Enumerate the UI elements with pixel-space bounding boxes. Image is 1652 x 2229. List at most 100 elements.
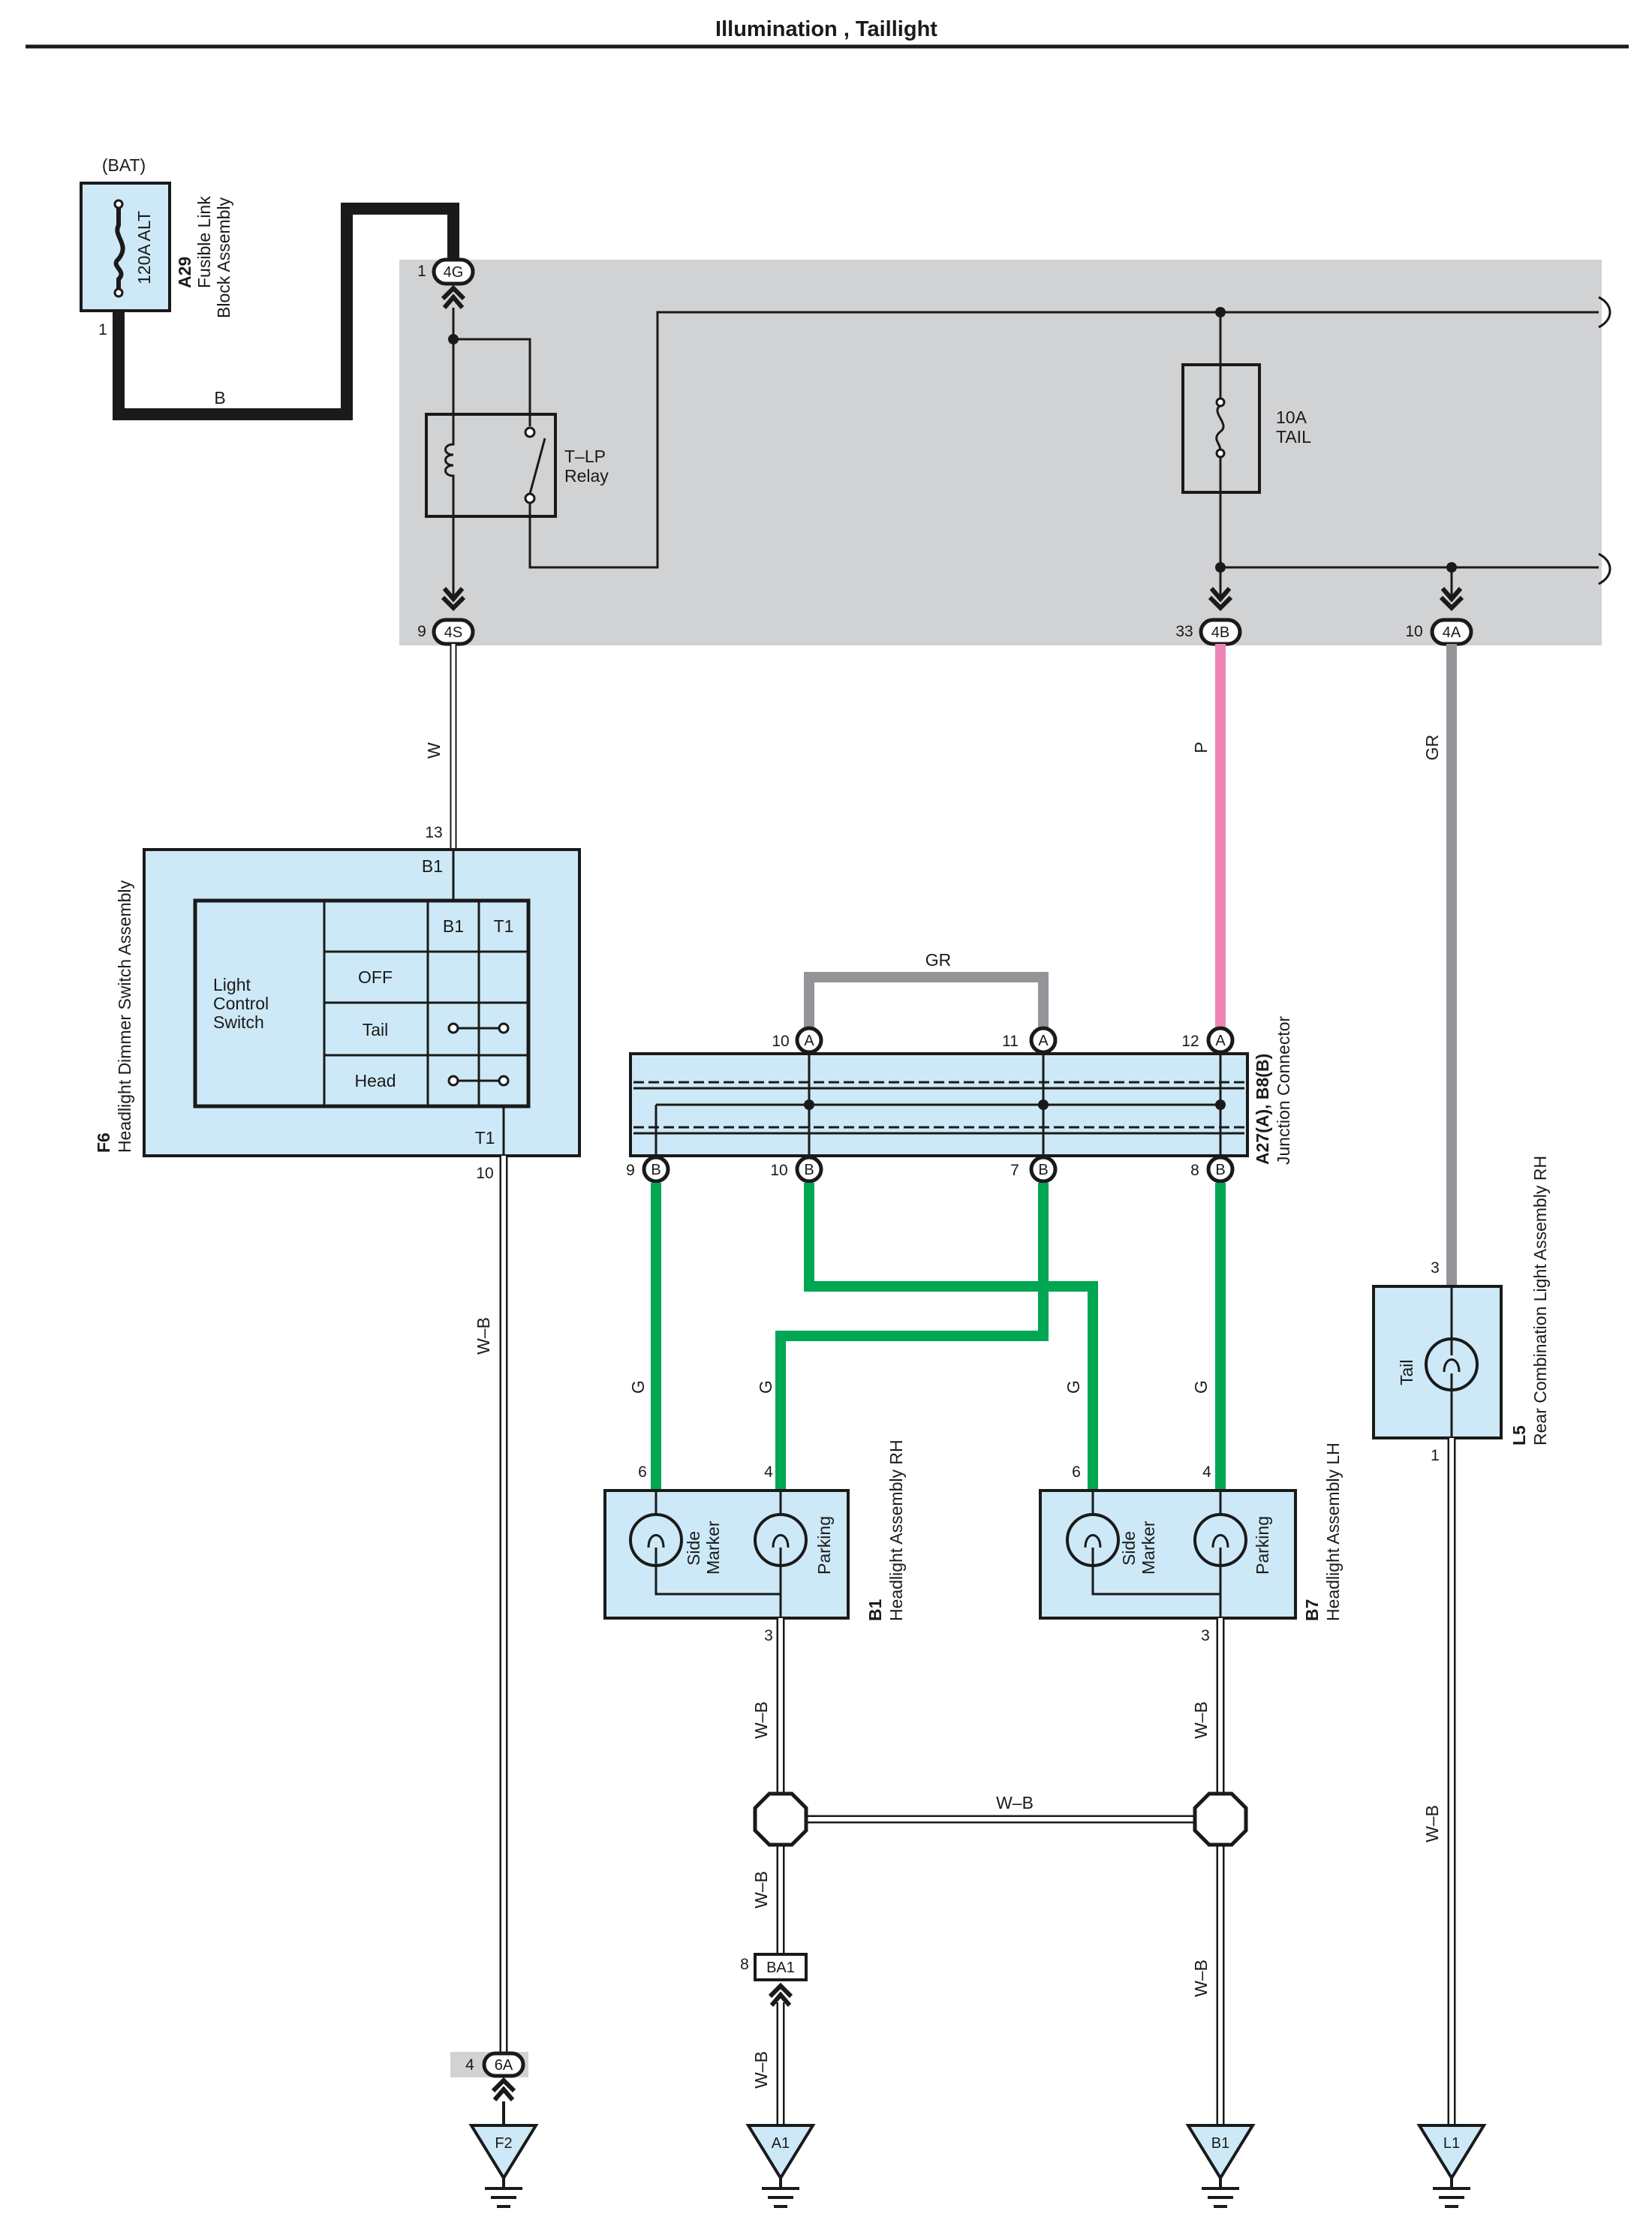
wire-w-label: W — [424, 742, 444, 759]
wire-gr-label: GR — [1422, 735, 1442, 761]
ground-l1: L1 — [1416, 2124, 1487, 2208]
connector-arrow — [768, 1982, 793, 2007]
rh-side-1: Side — [684, 1531, 703, 1566]
switch-contact — [447, 1022, 459, 1034]
headlight-assembly-rh: 6 4 Side Marker Parking B1 Headlight Ass… — [603, 1439, 906, 1644]
l5-bulb: Tail — [1397, 1359, 1416, 1385]
splice-point — [1193, 1791, 1248, 1847]
table-row-tail: Tail — [363, 1020, 389, 1039]
fusible-link-icon — [113, 204, 125, 293]
jc-bottom-pin-1: 9 — [626, 1162, 635, 1179]
bulb-filament — [1211, 1534, 1229, 1566]
junction-dot — [1215, 1099, 1226, 1110]
relay-switch-feed — [453, 338, 531, 426]
jc-terminal-b-letter: B — [1215, 1162, 1225, 1178]
fuse-name: TAIL — [1276, 427, 1311, 447]
dimmer-pin-top: 13 — [425, 824, 442, 841]
connector-4a: 10 4A — [1405, 587, 1473, 646]
switch-label-2: Control — [213, 994, 269, 1013]
rh-side-2: Marker — [703, 1521, 723, 1575]
6a-oval — [482, 2051, 525, 2078]
l5-code: L5 — [1509, 1425, 1529, 1445]
lh-name: Headlight Assembly LH — [1323, 1442, 1343, 1621]
switch-contact — [498, 1075, 510, 1087]
ground-b1: B1 — [1185, 2124, 1256, 2208]
wire-g-2 — [804, 1183, 1098, 1491]
ground-symbol — [745, 2124, 816, 2181]
jc-terminal-b — [642, 1155, 670, 1184]
headlight-assembly-lh: 6 4 Side Marker Parking B7 Headlight Ass… — [1039, 1442, 1343, 1644]
dimmer-pin-bottom: 10 — [476, 1165, 493, 1182]
connector-arrow — [441, 587, 466, 612]
fusible-link-rating: 120A ALT — [134, 211, 154, 284]
lh-pin-left: 6 — [1072, 1463, 1081, 1481]
table-row-off: OFF — [358, 967, 393, 987]
page-title: Illumination , Taillight — [715, 17, 937, 41]
switch-contact — [524, 426, 536, 438]
lh-code: B7 — [1302, 1599, 1322, 1621]
fuse-icon — [1215, 365, 1225, 492]
rh-name: Headlight Assembly RH — [886, 1439, 906, 1621]
wire-g-label-2: G — [756, 1380, 775, 1394]
earth-icon — [485, 2178, 522, 2208]
ground-a1: A1 — [745, 2124, 816, 2208]
fusible-link-box — [80, 182, 171, 312]
table-row-head: Head — [355, 1071, 396, 1090]
jc-terminal-b-letter: B — [1038, 1162, 1048, 1178]
bulb-filament — [1443, 1286, 1461, 1438]
junction-connector: 10 11 12 A A A B B B B 9 10 7 8 — [626, 1015, 1293, 1184]
junction-dot — [1038, 1099, 1049, 1110]
splice-point — [753, 1791, 808, 1847]
ground-f2-label: F2 — [495, 2135, 512, 2152]
wire-g-label-3: G — [1064, 1380, 1083, 1394]
switch-contact — [447, 1075, 459, 1087]
l5-pin-top: 3 — [1431, 1259, 1440, 1277]
ground-symbol — [1185, 2124, 1256, 2181]
table-col-b1: B1 — [443, 916, 464, 936]
ground-symbol — [1416, 2124, 1487, 2181]
relay-box — [425, 413, 557, 518]
dimmer-term-bottom: T1 — [475, 1128, 495, 1148]
lh-pin-bottom: 3 — [1201, 1627, 1210, 1644]
rh-pin-left: 6 — [638, 1463, 647, 1481]
switch-contact — [498, 1022, 510, 1034]
connector-4b: 33 4B — [1175, 587, 1242, 646]
jc-terminal-b — [1029, 1155, 1058, 1184]
wb-wires — [776, 1438, 1456, 2125]
earth-icon — [1433, 2178, 1470, 2208]
wb-label-l5: W–B — [1422, 1805, 1442, 1842]
rear-combination-light-rh: 3 Tail L5 Rear Combination Light Assembl… — [1372, 1156, 1550, 1464]
earth-icon — [1202, 2178, 1239, 2208]
continuation-mark — [1598, 552, 1611, 585]
lh-common — [1091, 1566, 1222, 1618]
wb-label-rh-2: W–B — [751, 1871, 771, 1909]
dimmer-name: Headlight Dimmer Switch Assembly — [115, 880, 134, 1153]
jc-bottom-pin-4: 8 — [1190, 1162, 1199, 1179]
relay-coil-icon — [444, 414, 455, 516]
bulb-filament — [1084, 1534, 1102, 1566]
connector-ba1: 8 BA1 — [740, 1953, 808, 2007]
relay-name: T–LP — [564, 447, 606, 466]
connector-4b-id: 4B — [1211, 624, 1229, 641]
bulb-filament — [772, 1534, 790, 1566]
jc-terminal-b — [795, 1155, 823, 1184]
ba1-box — [754, 1953, 808, 1981]
6a-pin: 4 — [465, 2056, 474, 2074]
jc-terminal-b-letter: B — [804, 1162, 814, 1178]
jc-terminal-a — [1029, 1026, 1058, 1054]
lh-pin-right: 4 — [1202, 1463, 1211, 1481]
jc-terminal-b-letter: B — [651, 1162, 660, 1178]
connector-4g-id: 4G — [444, 264, 464, 281]
connector-4g: 1 4G — [417, 257, 475, 309]
connector-4a-id: 4A — [1443, 624, 1461, 641]
rh-common — [654, 1566, 782, 1618]
connector-4a-pin: 10 — [1405, 623, 1422, 640]
relay-word: Relay — [564, 466, 609, 486]
rh-pin-right: 4 — [764, 1463, 773, 1481]
wb-label-rh-3: W–B — [751, 2051, 771, 2089]
fusible-link-name-2: Block Assembly — [214, 197, 233, 318]
ground-f2: F2 — [468, 2124, 539, 2208]
connector-arrow — [1208, 587, 1233, 612]
wire-b — [113, 203, 459, 420]
